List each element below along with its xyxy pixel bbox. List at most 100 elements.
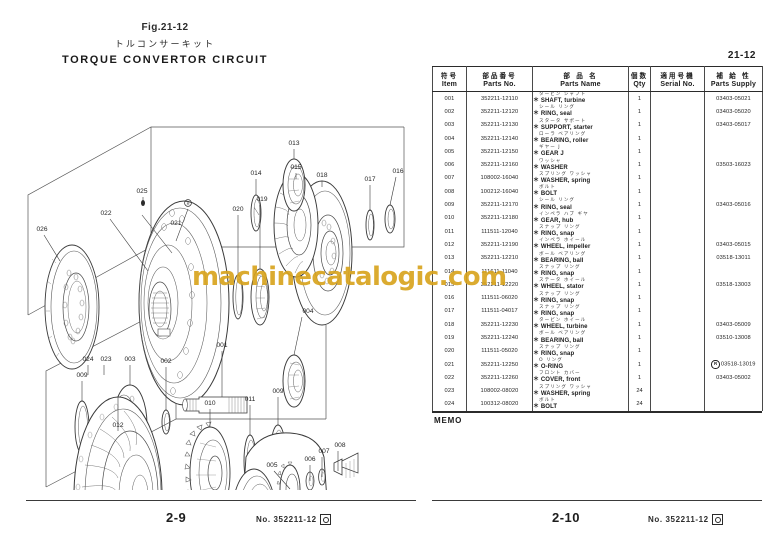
cell-item: 003 <box>432 118 467 132</box>
left-doc-no-text: No. 352211-12 <box>256 515 317 524</box>
parts-name-japanese: タービン シャフト <box>539 92 587 98</box>
cell-parts-supply: 03403-05009 <box>704 318 763 332</box>
cell-qty: 1 <box>628 118 651 132</box>
right-page-number: 2-10 <box>552 510 581 525</box>
cell-qty: 1 <box>628 185 651 199</box>
parts-name-english: ＊ BEARING, ball <box>533 257 584 264</box>
cell-parts-name: スプリング ワッシャ＊ WASHER, spring <box>532 171 629 186</box>
cell-item: 004 <box>432 131 467 146</box>
cell-qty: 1 <box>628 318 651 332</box>
parts-name-english: ＊ WHEEL, impeller <box>533 244 591 251</box>
callout-013: 013 <box>288 140 299 147</box>
parts-name-english: ＊ BEARING, roller <box>533 138 589 145</box>
callout-006: 006 <box>304 456 315 463</box>
memo-label: MEMO <box>434 416 463 425</box>
callout-004: 004 <box>302 308 313 315</box>
callout-011: 011 <box>245 396 256 403</box>
col-header-parts-supply-jp: 補 給 性 <box>716 72 751 80</box>
cell-parts-supply <box>704 304 763 319</box>
cell-parts-supply: 03518-13011 <box>704 251 763 265</box>
cell-serial-no <box>650 251 705 265</box>
callout-009b: 009 <box>272 388 283 395</box>
cell-parts-supply <box>704 211 763 225</box>
parts-name-english: ＊ SHAFT, turbine <box>533 98 586 105</box>
callout-012: 012 <box>112 422 123 429</box>
parts-name-japanese: ボール ベアリング <box>539 251 587 257</box>
col-header-qty-en: Qty <box>633 81 646 88</box>
col-header-parts-no: 部品番号 Parts No. <box>466 66 533 92</box>
cell-parts-name: ワッシャ＊ WASHER <box>532 158 629 172</box>
section-number: 21-12 <box>727 50 756 61</box>
cell-parts-name: スナップ リング＊ RING, snap <box>532 291 629 305</box>
parts-name-japanese: ボール ベアリング <box>539 331 587 337</box>
parts-name-japanese: スプリング ワッシャ <box>539 384 592 390</box>
parts-name-japanese: スナップ リング <box>539 225 581 231</box>
cell-qty: 1 <box>628 211 651 225</box>
parts-table-header-row: 符号 Item 部品番号 Parts No. 部 品 名 Parts Name <box>432 66 763 92</box>
parts-table-wrapper: 符号 Item 部品番号 Parts No. 部 品 名 Parts Name <box>432 66 763 412</box>
parts-name-english: ＊ WHEEL, stator <box>533 284 584 291</box>
cell-serial-no <box>650 91 705 106</box>
cell-serial-no <box>650 344 705 358</box>
callout-007: 007 <box>318 448 329 455</box>
col-header-qty: 個数 Qty <box>628 66 651 92</box>
parts-name-japanese: スナップ リング <box>539 264 581 270</box>
col-header-serial-no-en: Serial No. <box>660 81 695 88</box>
col-header-qty-jp: 個数 <box>630 72 649 80</box>
cell-parts-no: 352211-12170 <box>466 198 533 212</box>
cell-parts-supply <box>704 344 763 358</box>
cell-parts-no: 352211-12220 <box>466 278 533 292</box>
parts-name-japanese: ボルト <box>539 185 556 191</box>
cell-qty: 1 <box>628 291 651 305</box>
cell-parts-name: スプリング ワッシャ＊ WASHER, spring <box>532 384 629 398</box>
cell-qty: 1 <box>628 371 651 385</box>
right-page: 21-12 符号 Item 部品番号 Parts No. <box>428 0 768 543</box>
cell-parts-no: 100212-16040 <box>466 185 533 199</box>
svg-text:R: R <box>187 201 190 206</box>
cell-parts-name: スナップ リング＊ RING, snap <box>532 264 629 279</box>
parts-name-english: ＊ GEAR J <box>533 151 564 158</box>
parts-name-japanese: インペラ ハブ ギヤ <box>539 211 589 217</box>
cell-parts-no: 352211-12150 <box>466 145 533 159</box>
cell-serial-no <box>650 357 705 372</box>
exploded-assembly-diagram: R <box>26 75 416 490</box>
cell-parts-name: シール リング＊ RING, seal <box>532 105 629 119</box>
cell-item: 023 <box>432 384 467 398</box>
cell-parts-name: ギヤー J＊ GEAR J <box>532 145 629 159</box>
left-page-footer: 2-9 No. 352211-12 <box>26 500 416 534</box>
left-page-number: 2-9 <box>166 510 187 525</box>
cell-serial-no <box>650 278 705 292</box>
callout-003: 003 <box>124 356 135 363</box>
cell-qty: 1 <box>628 158 651 172</box>
callout-001: 001 <box>216 342 227 349</box>
cell-parts-no: 111511-05020 <box>466 344 533 358</box>
cell-serial-no <box>650 371 705 385</box>
footer-rule <box>26 500 416 501</box>
cell-qty: 24 <box>628 384 651 398</box>
